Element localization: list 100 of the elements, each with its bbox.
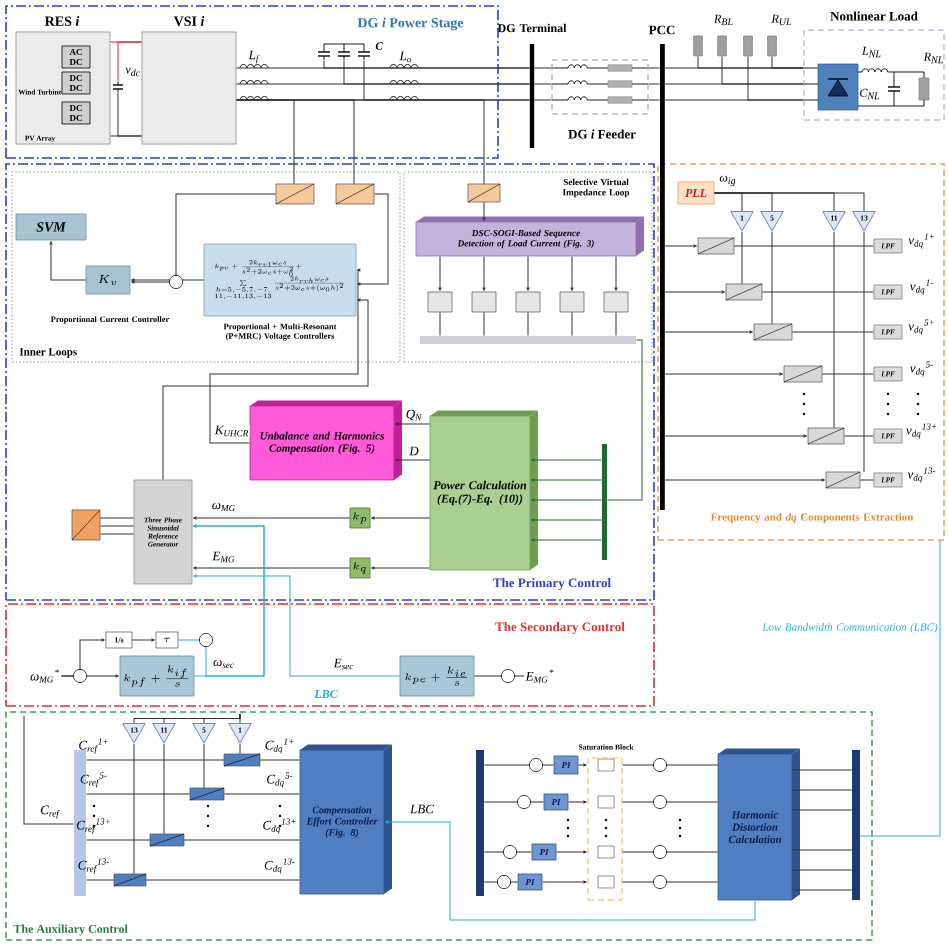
arrow xyxy=(395,458,431,462)
signal-bus xyxy=(420,336,636,344)
transform-block xyxy=(113,873,147,887)
transform-block xyxy=(275,183,315,205)
transform-block xyxy=(223,753,261,767)
arrow xyxy=(131,278,205,282)
connector-line xyxy=(733,245,875,247)
connector-line xyxy=(473,675,525,677)
arrow xyxy=(531,478,603,482)
connector-line xyxy=(183,839,301,841)
connector-line xyxy=(622,764,719,766)
connector-line xyxy=(363,59,530,101)
transform-block xyxy=(783,365,823,383)
connector-line xyxy=(648,67,661,69)
transform-block xyxy=(71,509,101,541)
gain-block: $\tau$ xyxy=(155,631,179,649)
connector-line xyxy=(483,851,533,853)
arrow xyxy=(438,255,442,291)
connector-line xyxy=(791,889,853,891)
transform-block xyxy=(335,183,375,205)
signal-bus xyxy=(852,750,860,900)
arrow xyxy=(614,255,618,291)
connector-line xyxy=(163,743,165,835)
connector-line xyxy=(85,793,191,795)
gain-block: $k_p$ xyxy=(349,507,371,529)
connector-line xyxy=(133,743,135,875)
arrow xyxy=(357,193,389,286)
arrow xyxy=(664,290,725,294)
connector-line xyxy=(239,743,241,755)
arrow xyxy=(162,298,369,481)
connector-line xyxy=(259,759,301,761)
connector-line xyxy=(771,231,773,325)
arrow xyxy=(395,422,431,426)
arrow xyxy=(131,193,277,284)
connector-line xyxy=(85,839,151,841)
signal-bus xyxy=(476,750,484,896)
connector-line xyxy=(527,311,529,337)
connector-line xyxy=(534,99,552,101)
connector-line xyxy=(483,311,485,337)
connector-line xyxy=(203,713,241,724)
impedance-block xyxy=(559,291,585,313)
connector-line xyxy=(833,231,835,429)
transform-block xyxy=(725,283,763,301)
controller-block: $\begin{array}{l}k_{pv}+\frac{2k_{rv1}\omega_c s}{s^2+2\omega_c s+\omega_0^2}+\\ \sum\limits_{\substack{h=5,-5,7,-7,\\11,-11,13,-13}}\frac{2k_{rvh}\omega_c s}{s^2+2\omega_c s+(\omega_0 h)^2}\end{array}$ xyxy=(203,243,357,317)
gain-block: $k_q$ xyxy=(349,557,371,579)
arrow xyxy=(60,638,105,677)
connector-line xyxy=(239,713,241,724)
arrow xyxy=(664,434,807,438)
connector-line xyxy=(791,789,853,791)
connector-line xyxy=(99,517,135,519)
connector-line xyxy=(771,55,804,69)
controller-block: $k_{pf}+\frac{k_{if}}{s}$ xyxy=(119,655,195,697)
connector-line xyxy=(110,135,142,137)
arrow xyxy=(531,538,603,542)
connector-line xyxy=(648,83,661,85)
transform-block xyxy=(697,237,735,255)
arrow xyxy=(664,244,697,248)
connector-line xyxy=(606,339,643,501)
transform-block xyxy=(825,471,861,489)
impedance-block xyxy=(515,291,541,313)
connector-line xyxy=(236,99,485,185)
arrow xyxy=(193,566,351,570)
connector-line xyxy=(791,769,853,771)
arrow xyxy=(482,255,486,291)
connector-line xyxy=(761,291,875,293)
arrow xyxy=(541,880,587,884)
impedance-block xyxy=(603,291,629,313)
arrow xyxy=(193,574,401,677)
arrow xyxy=(664,330,753,334)
connector-line xyxy=(323,59,530,69)
connector-line xyxy=(721,55,804,85)
connector-line xyxy=(571,311,573,337)
gain-block: $K_v$ xyxy=(85,265,131,295)
transform-block xyxy=(807,427,845,445)
arrow xyxy=(664,478,825,482)
arrow xyxy=(570,255,574,291)
connector-line xyxy=(483,764,555,766)
connector-line xyxy=(99,525,135,527)
connector-line xyxy=(863,231,865,473)
connector-line xyxy=(791,331,875,333)
connector-line xyxy=(821,373,875,375)
connector-line xyxy=(615,311,617,337)
impedance-block xyxy=(427,291,453,313)
connector-line xyxy=(622,851,719,853)
arrow xyxy=(385,820,756,921)
connector-line xyxy=(534,67,552,69)
connector-line xyxy=(791,849,853,851)
connector-line xyxy=(791,869,853,871)
connector-line xyxy=(713,192,865,212)
arrow xyxy=(531,518,603,522)
arrow xyxy=(131,638,155,642)
arrow xyxy=(531,498,603,502)
arrow xyxy=(577,763,587,767)
connector-line xyxy=(23,715,75,825)
connector-line xyxy=(747,55,804,101)
connector-line xyxy=(622,801,719,803)
connector-line xyxy=(85,879,115,881)
connector-line xyxy=(439,311,441,337)
connector-line xyxy=(145,879,301,881)
arrow xyxy=(526,255,530,291)
